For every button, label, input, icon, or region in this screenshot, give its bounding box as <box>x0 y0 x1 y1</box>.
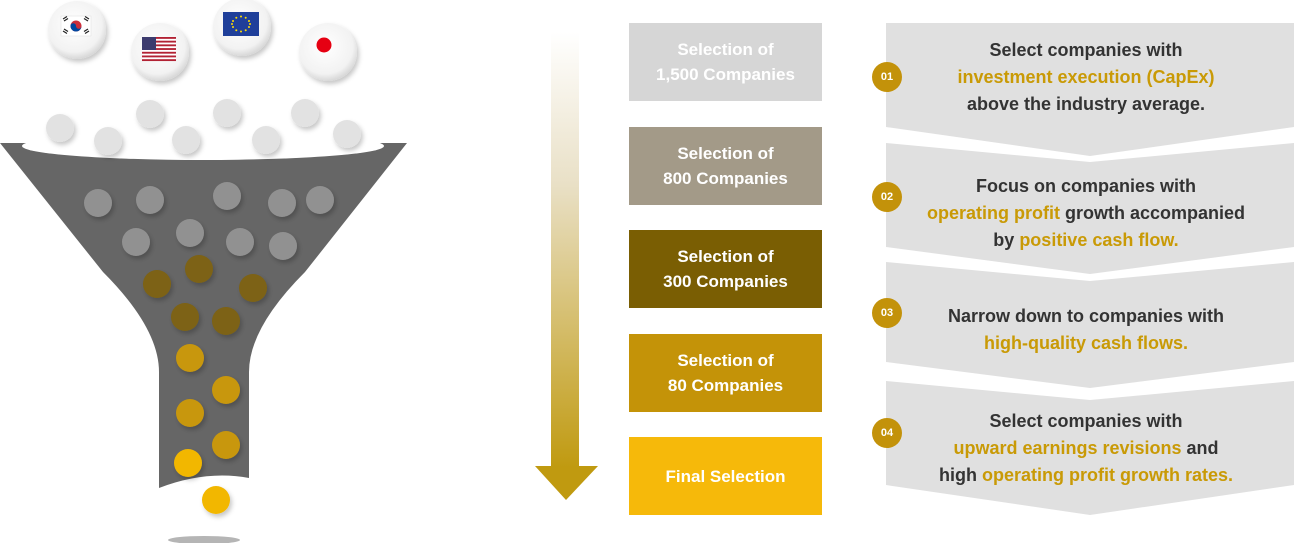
step-number-badge: 01 <box>872 62 902 92</box>
step-number-badge: 04 <box>872 418 902 448</box>
gray-ball <box>268 189 296 217</box>
brown-ball <box>143 270 171 298</box>
stage-box-300: Selection of 300 Companies <box>629 230 822 308</box>
stage-label-line1: Selection of <box>677 247 774 266</box>
step-text-line: Narrow down to companies with <box>886 303 1286 330</box>
gold-ball <box>176 399 204 427</box>
gray-ball <box>122 228 150 256</box>
step-number-badge: 02 <box>872 182 902 212</box>
gold-ball <box>212 431 240 459</box>
funnel-balls <box>46 99 361 514</box>
step-02-text: Focus on companies with operating profit … <box>886 173 1286 254</box>
usa-flag-icon <box>131 23 189 81</box>
step-text-line: Select companies with <box>886 37 1286 64</box>
step-text-segment: Narrow down to companies with <box>947 306 1225 326</box>
gold-ball <box>176 344 204 372</box>
gray-ball <box>269 232 297 260</box>
step-text-segment: Select companies with <box>989 40 1183 60</box>
step-chevron-shape <box>886 143 1294 274</box>
gray-ball <box>226 228 254 256</box>
step-chevron-shape <box>886 381 1294 515</box>
selection-arrow <box>535 32 598 500</box>
step-highlight-text: high-quality cash flows. <box>983 333 1189 353</box>
step-text-line: upward earnings revisions and <box>886 435 1286 462</box>
step-highlight-text: investment execution (CapEx) <box>957 67 1215 87</box>
light-ball <box>333 120 361 148</box>
japan-flag-icon <box>299 23 357 81</box>
step-highlight-text: positive cash flow. <box>1019 230 1179 250</box>
brown-ball <box>239 274 267 302</box>
step-04: Select companies with upward earnings rev… <box>886 381 1294 517</box>
stage-label-line2: 80 Companies <box>667 376 784 395</box>
yellow-ball <box>202 486 230 514</box>
step-text-line: high-quality cash flows. <box>886 330 1286 357</box>
brown-ball <box>171 303 199 331</box>
gray-ball <box>176 219 204 247</box>
step-chevron-shape <box>886 262 1294 388</box>
brown-ball <box>212 307 240 335</box>
stage-box-final: Final Selection <box>629 437 822 515</box>
step-text-line: Focus on companies with <box>886 173 1286 200</box>
step-text-segment: Focus on companies with <box>975 176 1197 196</box>
light-ball <box>94 127 122 155</box>
brown-ball <box>185 255 213 283</box>
stage-label-line2: 1,500 Companies <box>656 65 795 84</box>
stage-box-800: Selection of 800 Companies <box>629 127 822 205</box>
light-ball <box>172 126 200 154</box>
gray-ball <box>213 182 241 210</box>
step-text-line: operating profit growth accompanied <box>886 200 1286 227</box>
light-ball <box>291 99 319 127</box>
stage-label-line1: Selection of <box>677 351 774 370</box>
step-highlight-text: upward earnings revisions <box>953 438 1182 458</box>
stage-label-line1: Selection of <box>677 144 774 163</box>
step-text-segment: by <box>993 230 1020 250</box>
step-highlight-text: operating profit <box>926 203 1060 223</box>
step-text-segment: and <box>1181 438 1219 458</box>
step-text-segment: Select companies with <box>989 411 1183 431</box>
eu-flag-icon <box>213 0 271 56</box>
step-text-line: above the industry average. <box>886 91 1286 118</box>
step-text-segment: growth accompanied <box>1059 203 1246 223</box>
stage-label-line1: Final Selection <box>665 466 786 486</box>
funnel-illustration <box>0 0 598 543</box>
step-01: Select companies with investment executio… <box>886 23 1294 158</box>
korea-flag-icon <box>48 1 106 59</box>
light-ball <box>46 114 74 142</box>
light-ball <box>136 100 164 128</box>
step-03: Narrow down to companies with high-qualit… <box>886 262 1294 390</box>
stage-box-1500: Selection of 1,500 Companies <box>629 23 822 101</box>
gray-ball <box>136 186 164 214</box>
step-chevron-shape <box>886 23 1294 156</box>
step-04-text: Select companies with upward earnings rev… <box>886 408 1286 489</box>
step-text-segment: high <box>938 465 982 485</box>
funnel-body <box>0 143 407 488</box>
step-text-line: Select companies with <box>886 408 1286 435</box>
light-ball <box>213 99 241 127</box>
gray-ball <box>306 186 334 214</box>
gold-ball <box>212 376 240 404</box>
step-02: Focus on companies with operating profit … <box>886 143 1294 276</box>
step-text-line: investment execution (CapEx) <box>886 64 1286 91</box>
step-text-segment: above the industry average. <box>966 94 1206 114</box>
stage-label-line2: 300 Companies <box>663 272 788 291</box>
step-number-badge: 03 <box>872 298 902 328</box>
funnel-spout-base <box>168 536 240 543</box>
light-ball <box>252 126 280 154</box>
step-highlight-text: operating profit growth rates. <box>981 465 1233 485</box>
yellow-ball <box>174 449 202 477</box>
funnel-rim <box>22 132 384 160</box>
gray-ball <box>84 189 112 217</box>
stage-label-line1: Selection of <box>677 40 774 59</box>
step-text-line: by positive cash flow. <box>886 227 1286 254</box>
step-03-text: Narrow down to companies with high-qualit… <box>886 303 1286 357</box>
step-text-line: high operating profit growth rates. <box>886 462 1286 489</box>
stage-box-80: Selection of 80 Companies <box>629 334 822 412</box>
stage-label-line2: 800 Companies <box>663 169 788 188</box>
step-01-text: Select companies with investment executio… <box>886 37 1286 118</box>
